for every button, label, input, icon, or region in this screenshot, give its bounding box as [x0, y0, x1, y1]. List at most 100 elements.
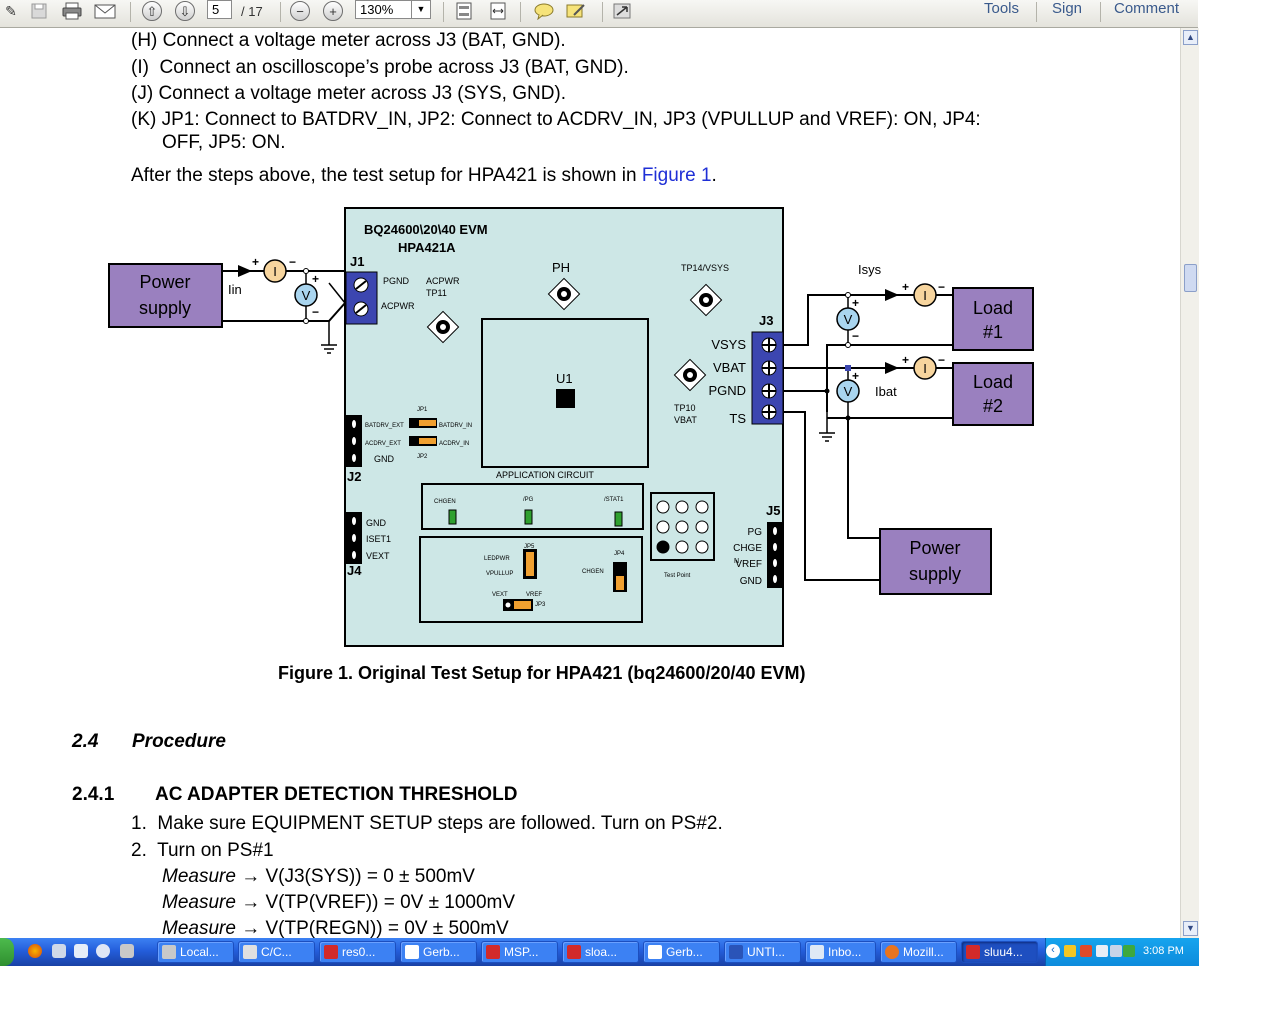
next-page-icon[interactable]: ⇩: [175, 1, 195, 21]
j5-chge-label: CHGE: [733, 543, 762, 554]
svg-text:V: V: [302, 288, 311, 303]
measure-line-2: Measure → V(TP(VREF)) = 0V ± 1000mV: [162, 892, 516, 913]
toolbar-separator: [1036, 2, 1037, 22]
previous-page-icon[interactable]: ⇧: [142, 1, 162, 21]
jp5-label: JP5: [524, 544, 535, 550]
j5-connector: [767, 522, 783, 588]
toolbar: ✎ ⇧ ⇩ / 17 − + ▼ Tools Sign Comment: [0, 0, 1198, 28]
start-button[interactable]: [0, 938, 14, 966]
tray-volume-icon[interactable]: [1110, 945, 1122, 957]
toolbar-separator: [443, 2, 444, 22]
firefox-icon: [885, 945, 899, 959]
jp4-label: JP4: [614, 551, 625, 557]
task-button-sluu4[interactable]: sluu4...: [961, 941, 1038, 963]
taskbar: Local... C/C... res0... Gerb... MSP... s…: [0, 938, 1199, 966]
j1-label: J1: [350, 254, 364, 269]
tp10-testpoint-icon: [673, 358, 707, 392]
fit-page-icon[interactable]: [453, 1, 475, 21]
task-button-local[interactable]: Local...: [157, 941, 234, 963]
load-2: [952, 362, 1034, 426]
power-supply-1-line2: supply: [139, 298, 191, 318]
ie-quicklaunch-icon[interactable]: [96, 944, 110, 958]
outlook-quicklaunch-icon[interactable]: [74, 944, 88, 958]
power-supply-2: [879, 528, 992, 595]
j2-acdrv-ext-label: ACDRV_EXT: [365, 441, 401, 447]
email-icon[interactable]: [94, 1, 116, 21]
task-button-sloa[interactable]: sloa...: [562, 941, 639, 963]
ph-label: PH: [552, 260, 570, 275]
task-button-res0[interactable]: res0...: [319, 941, 396, 963]
zoom-input[interactable]: [355, 0, 412, 19]
j3-pgnd-label: PGND: [708, 383, 746, 398]
figure-1-link[interactable]: Figure 1: [641, 165, 712, 186]
comment-icon[interactable]: [533, 1, 555, 21]
calc-quicklaunch-icon[interactable]: [120, 944, 134, 958]
scroll-up-icon[interactable]: ▲: [1183, 30, 1198, 45]
tray-battery-icon[interactable]: [1123, 945, 1135, 957]
ph-testpoint-icon: [547, 277, 581, 311]
power-supply-1-line1: Power: [139, 272, 190, 292]
subsection-number: 2.4.1: [72, 784, 115, 805]
highlight-icon[interactable]: [565, 1, 587, 21]
jp2-acdrv-in-label: ACDRV_IN: [439, 441, 469, 447]
clock[interactable]: 3:08 PM: [1143, 945, 1184, 957]
ibat-label: Ibat: [875, 384, 897, 399]
chgen-jp4-label: CHGEN: [582, 569, 604, 575]
tray-app-icon[interactable]: [1080, 945, 1092, 957]
tray-expand-icon[interactable]: ‹: [1046, 944, 1060, 958]
expand-icon[interactable]: [612, 1, 634, 21]
j1-acpwr-label: ACPWR: [381, 301, 415, 311]
task-button-inbox[interactable]: Inbo...: [805, 941, 876, 963]
app-quicklaunch-icon[interactable]: [52, 944, 66, 958]
tray-flash-icon[interactable]: [1064, 945, 1076, 957]
iin-ammeter-minus: −: [289, 255, 296, 269]
isys-ammeter-minus: −: [938, 280, 945, 294]
pg-led-label: /PG: [523, 497, 534, 503]
task-button-mozilla[interactable]: Mozill...: [880, 941, 957, 963]
j2-batdrv-ext-label: BATDRV_EXT: [365, 423, 404, 429]
task-button-unti[interactable]: UNTI...: [724, 941, 801, 963]
sign-link[interactable]: Sign: [1052, 0, 1083, 17]
j5-vref-label: VREF: [735, 559, 762, 570]
task-button-cc[interactable]: C/C...: [238, 941, 315, 963]
print-icon[interactable]: [61, 1, 83, 21]
ground-icon-2: [819, 412, 835, 442]
ibat-ammeter-minus: −: [938, 353, 945, 367]
toolbar-separator: [1100, 2, 1101, 22]
document-view[interactable]: (H) Connect a voltage meter across J3 (B…: [0, 28, 1180, 938]
page-number-input[interactable]: [207, 0, 232, 19]
scroll-down-icon[interactable]: ▼: [1183, 921, 1198, 936]
scrollbar-thumb[interactable]: [1184, 264, 1197, 292]
zoom-dropdown-icon[interactable]: ▼: [411, 0, 431, 19]
j3-ts-label: TS: [729, 411, 746, 426]
zoom-out-icon[interactable]: −: [290, 1, 310, 21]
isys-label: Isys: [858, 262, 882, 277]
sys-voltmeter-icon: V: [836, 307, 860, 331]
svg-text:I: I: [273, 264, 277, 279]
j5-label: J5: [766, 503, 780, 518]
u1-chip: [556, 389, 575, 408]
gerber-icon: [405, 945, 419, 959]
vertical-scrollbar[interactable]: ▲ ▼: [1180, 28, 1199, 938]
tp11-testpoint-icon: [426, 310, 460, 344]
jp1-batdrv-in-label: BATDRV_IN: [439, 423, 472, 429]
chgen-led-label: CHGEN: [434, 499, 456, 505]
j5-pg-label: PG: [748, 527, 763, 538]
firefox-quicklaunch-icon[interactable]: [28, 944, 42, 958]
tray-network-icon[interactable]: [1096, 945, 1108, 957]
vext-label: VEXT: [492, 592, 508, 598]
pdf-icon: [324, 945, 338, 959]
tools-link[interactable]: Tools: [984, 0, 1020, 17]
zoom-in-icon[interactable]: +: [323, 1, 343, 21]
j2-label: J2: [347, 469, 361, 484]
save-icon[interactable]: [28, 1, 50, 21]
task-button-msp[interactable]: MSP...: [481, 941, 558, 963]
measure-line-1: Measure → V(J3(SYS)) = 0 ± 500mV: [162, 866, 475, 887]
load-2-line2: #2: [983, 396, 1003, 416]
task-button-gerb-1[interactable]: Gerb...: [400, 941, 477, 963]
edit-icon[interactable]: ✎: [5, 2, 17, 19]
comment-link[interactable]: Comment: [1114, 0, 1180, 17]
task-button-gerb-2[interactable]: Gerb...: [643, 941, 720, 963]
fit-width-icon[interactable]: [487, 1, 509, 21]
j5-n-mark: N: [734, 558, 739, 565]
